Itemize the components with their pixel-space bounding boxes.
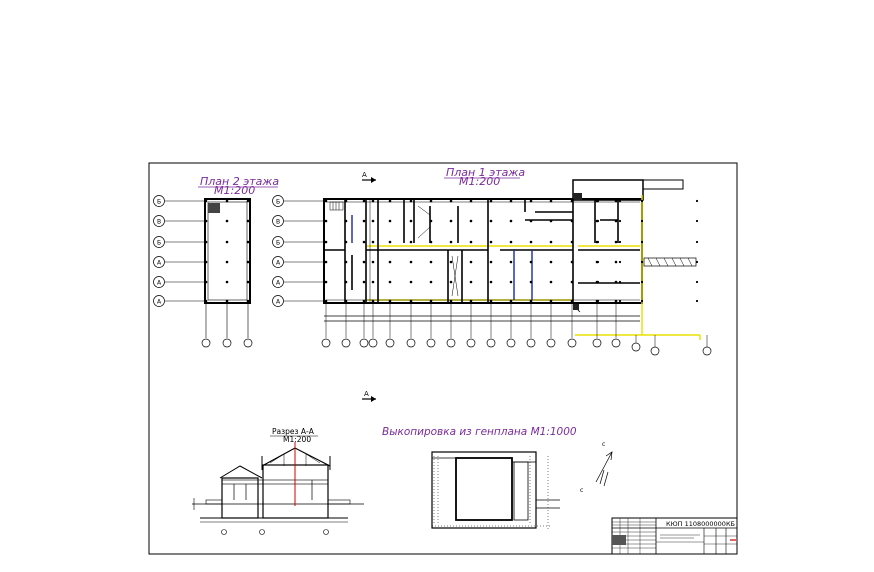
grid-axis-bubble	[385, 338, 395, 348]
grid-axis-bubble: А	[272, 295, 284, 307]
grid-axis-label: А	[276, 298, 281, 305]
grid-axis-bubble	[567, 338, 577, 348]
grid-axis-bubble	[592, 338, 602, 348]
grid-axis-bubble	[506, 338, 516, 348]
plan1-scale: М1:200	[459, 175, 500, 188]
grid-axis-bubble	[222, 338, 232, 348]
genplan-title: Выкопировка из генплана М1:1000	[382, 426, 577, 438]
plan-2-floor: План 2 этажа М1:200 Б В Б А А А	[153, 175, 279, 348]
plan2-title: План 2 этажа	[200, 175, 279, 188]
grid-axis-label: А	[157, 279, 162, 286]
section-scale: М1:200	[283, 435, 311, 444]
plan1-title: План 1 этажа	[446, 166, 525, 179]
grid-axis-bubble	[446, 338, 456, 348]
plan-1-floor: План 1 этажа М1:200 А А	[272, 166, 712, 402]
grid-axis-bubble: В	[272, 215, 284, 227]
grid-axis-bubble: В	[153, 215, 165, 227]
grid-axis-bubble	[406, 338, 416, 348]
grid-axis-label: Б	[157, 239, 161, 246]
grid-axis-bubble: Б	[153, 195, 165, 207]
grid-axis-bubble	[321, 338, 331, 348]
grid-axis-bubble: А	[153, 276, 165, 288]
grid-axis-bubble	[243, 338, 253, 348]
grid-axis-bubble	[201, 338, 211, 348]
grid-axis-bubble: А	[272, 256, 284, 268]
section-a-a: Разрез А-А М1:200	[192, 427, 364, 535]
section-title: Разрез А-А	[272, 427, 315, 436]
grid-axis-label: В	[157, 218, 161, 225]
grid-axis-bubble	[631, 342, 641, 352]
grid-axis-bubble: А	[153, 256, 165, 268]
grid-axis-bubble	[650, 346, 660, 356]
grid-axis-bubble	[426, 338, 436, 348]
grid-axis-label: А	[157, 259, 162, 266]
grid-axis-bubble: А	[153, 295, 165, 307]
svg-text:с: с	[602, 441, 605, 448]
grid-axis-bubble: А	[272, 276, 284, 288]
grid-axis-bubble: Б	[272, 236, 284, 248]
grid-axis-bubble: Б	[153, 236, 165, 248]
grid-axis-label: Б	[276, 239, 280, 246]
section-mark-bottom: А	[364, 390, 369, 398]
grid-axis-bubble	[368, 338, 378, 348]
grid-axis-bubble: Б	[272, 195, 284, 207]
grid-axis-bubble	[359, 338, 369, 348]
grid-axis-bubble	[466, 338, 476, 348]
grid-axis-bubble	[341, 338, 351, 348]
grid-axis-bubble	[526, 338, 536, 348]
grid-axis-label: В	[276, 218, 280, 225]
section-mark-top: А	[362, 171, 367, 179]
grid-axis-label: Б	[157, 198, 161, 205]
grid-axis-bubble	[611, 338, 621, 348]
drawing-code: КЮП 1108000000КБ	[666, 520, 735, 528]
svg-text:с: с	[580, 487, 583, 494]
genplan-excerpt: Выкопировка из генплана М1:1000 с с	[382, 426, 613, 530]
grid-axis-label: А	[276, 279, 281, 286]
grid-axis-bubble	[702, 346, 712, 356]
sheet-frame	[148, 162, 738, 555]
grid-axis-bubble	[486, 338, 496, 348]
grid-axis-label: А	[157, 298, 162, 305]
title-block: КЮП 1108000000КБ	[611, 517, 738, 555]
grid-axis-bubble	[546, 338, 556, 348]
grid-axis-label: Б	[276, 198, 280, 205]
grid-axis-label: А	[276, 259, 281, 266]
plan2-scale: М1:200	[214, 184, 255, 197]
